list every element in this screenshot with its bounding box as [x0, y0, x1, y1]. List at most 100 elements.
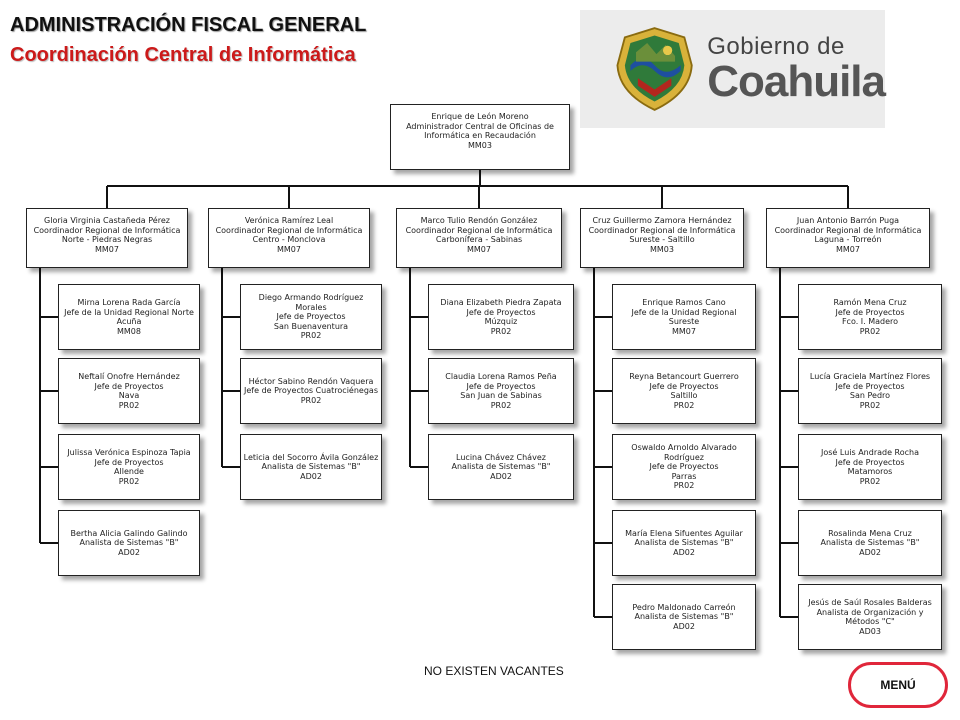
page-title: ADMINISTRACIÓN FISCAL GENERAL — [10, 14, 367, 36]
org-box-line: Diego Armando Rodríguez Morales — [258, 293, 364, 312]
org-box-line: Analista de Sistemas "B" — [79, 538, 179, 548]
org-box-line: Jefe de Proyectos — [466, 381, 536, 391]
org-box-line: Diana Elizabeth Piedra Zapata — [440, 298, 562, 307]
org-box-line: MM08 — [117, 326, 141, 336]
org-box-line: AD02 — [673, 547, 695, 557]
vacancies-note: NO EXISTEN VACANTES — [424, 664, 564, 678]
org-box-line: Lucina Chávez Chávez — [456, 452, 546, 462]
org-box-line: Rosalinda Mena Cruz — [828, 528, 912, 538]
org-box-line: Jefe de Proyectos — [649, 381, 719, 391]
org-box-line: AD03 — [859, 626, 881, 636]
org-box-line: Jefe de Proyectos — [94, 381, 164, 391]
org-box-line: San Pedro — [849, 391, 891, 400]
org-box-line: Claudia Lorena Ramos Peña — [445, 372, 557, 381]
org-box-line: MM07 — [836, 244, 860, 254]
org-box-line: Bertha Alicia Galindo Galindo — [70, 528, 188, 538]
logo-line-2: Coahuila — [707, 57, 886, 106]
org-box-line: PR02 — [490, 400, 512, 410]
org-box-line: PR02 — [300, 331, 322, 341]
org-box-line: AD02 — [118, 547, 140, 557]
org-box-line: Pedro Maldonado Carreón — [632, 602, 736, 612]
logo-line-1: Gobierno de — [707, 33, 845, 60]
org-box-line: Cruz Guillermo Zamora Hernández — [592, 216, 732, 225]
org-box-line: Coordinador Regional de Informática — [774, 225, 922, 235]
org-box-line: Jesús de Saúl Rosales Balderas — [808, 598, 932, 607]
org-box-line: AD02 — [490, 471, 512, 481]
org-box-line: Nava — [118, 391, 140, 400]
org-box-line: Jefe de Proyectos — [276, 312, 346, 322]
org-box-line: AD02 — [859, 547, 881, 557]
org-box-line: Múzquiz — [484, 317, 518, 326]
org-box-line: Héctor Sabino Rendón Vaquera — [248, 376, 374, 386]
org-box-line: Jefe de Proyectos — [835, 457, 905, 467]
org-box-line: Enrique de León Moreno — [431, 112, 529, 121]
org-box-line: Rodríguez — [664, 452, 704, 462]
org-box-line: Juan Antonio Barrón Puga — [796, 216, 900, 225]
org-box-line: Coordinador Regional de Informática — [215, 225, 363, 235]
org-box-line: Ramón Mena Cruz — [833, 298, 907, 307]
org-box-line: PR02 — [673, 481, 695, 491]
org-box-line: AD02 — [673, 621, 695, 631]
gobierno-coahuila-logo: Gobierno de Coahuila — [580, 10, 886, 128]
org-box-line: Saltillo — [670, 391, 698, 400]
org-box-line: Analista de Organización y — [816, 607, 924, 617]
org-box-line: PR02 — [300, 395, 322, 405]
org-box-line: Oswaldo Arnoldo Alvarado — [631, 443, 737, 453]
org-box-line: MM03 — [468, 140, 492, 150]
org-box-line: PR02 — [673, 400, 695, 410]
org-box-line: Métodos "C" — [845, 617, 895, 626]
coahuila-seal-icon — [616, 27, 693, 111]
org-box-line: Norte - Piedras Negras — [61, 235, 153, 244]
org-box-line: MM07 — [672, 326, 696, 336]
org-box-line: Verónica Ramírez Leal — [244, 216, 334, 225]
org-box-line: Administrador Central de Oficinas de — [406, 121, 554, 131]
org-box-line: Julissa Verónica Espinoza Tapia — [67, 448, 191, 457]
org-box-line: Jefe de Proyectos — [835, 307, 905, 317]
org-box-line: Leticia del Socorro Ávila González — [243, 452, 379, 462]
org-box-line: Matamoros — [847, 467, 893, 476]
org-box-line: MM07 — [277, 244, 301, 254]
org-box-line: Laguna - Torreón — [814, 235, 882, 244]
org-box-line: MM07 — [95, 244, 119, 254]
org-box-line: Parras — [671, 471, 697, 481]
org-box-line: Enrique Ramos Cano — [642, 298, 726, 307]
org-box-line: Analista de Sistemas "B" — [261, 462, 361, 472]
org-box-line: Lucía Graciela Martínez Flores — [809, 372, 931, 381]
org-box-line: PR02 — [490, 326, 512, 336]
org-box-line: Mirna Lorena Rada García — [77, 298, 181, 307]
org-box-line: Jefe de la Unidad Regional — [631, 307, 737, 317]
page-subtitle: Coordinación Central de Informática — [10, 44, 356, 66]
org-box-line: Jefe de Proyectos — [94, 457, 164, 467]
org-box-line: PR02 — [859, 476, 881, 486]
org-box-line: AD02 — [300, 471, 322, 481]
org-box-line: MM03 — [650, 244, 674, 254]
org-box-line: Analista de Sistemas "B" — [634, 538, 734, 548]
org-box-line: San Buenaventura — [273, 321, 349, 331]
org-box-line: Jefe de Proyectos — [649, 462, 719, 472]
menu-button[interactable]: MENÚ — [848, 662, 948, 708]
org-box-line: Jefe de Proyectos — [835, 381, 905, 391]
org-box-line: Jefe de la Unidad Regional Norte — [64, 307, 194, 317]
org-box-line: MM07 — [467, 244, 491, 254]
